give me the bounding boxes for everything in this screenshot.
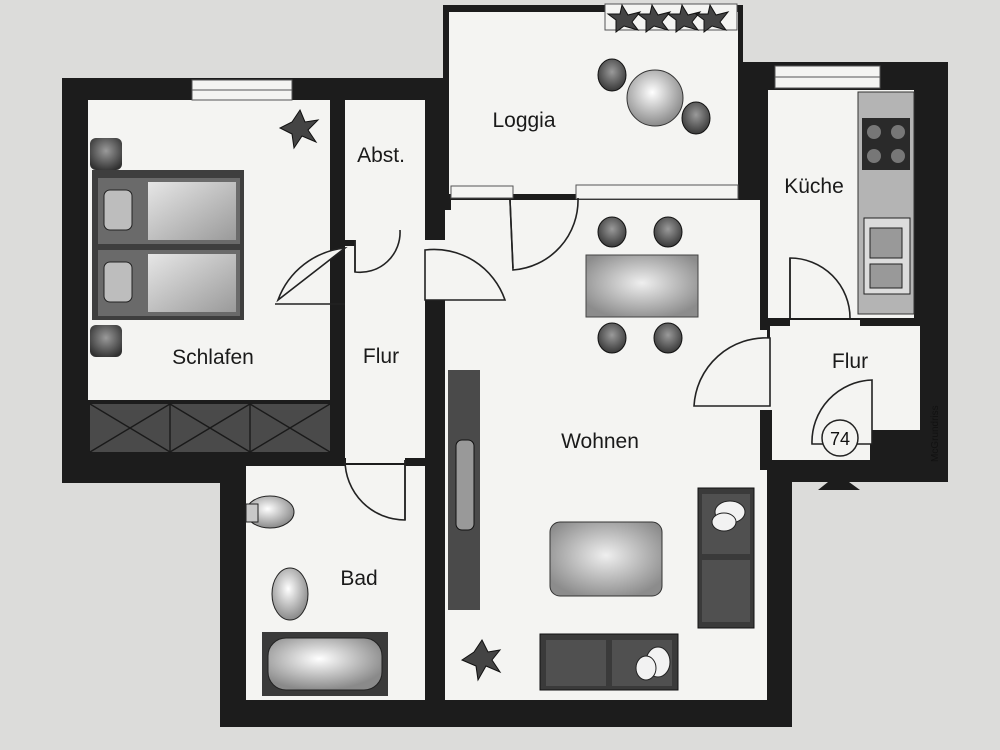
door-schlafen <box>276 246 348 303</box>
window-wohnen-left <box>450 185 514 199</box>
loggia-chair-left <box>597 58 627 92</box>
dining-chair-1 <box>597 216 627 248</box>
dining-chair-3 <box>597 322 627 354</box>
planter-box <box>606 3 730 33</box>
doors <box>275 197 873 521</box>
door-flur-right <box>693 337 771 407</box>
unit-number-badge <box>821 419 859 457</box>
entrance-marker: 74 <box>818 419 860 490</box>
duvet-bottom <box>148 254 236 312</box>
loggia-chair-right <box>681 101 711 135</box>
label-wohnen: Wohnen <box>561 430 639 453</box>
dining-table <box>585 254 699 318</box>
label-flur-right: Flur <box>832 350 868 373</box>
door-wohnen <box>424 248 507 301</box>
coffee-table <box>549 521 663 597</box>
plant-bedroom <box>278 108 320 150</box>
credit-text: McGrundriss <box>930 405 941 462</box>
label-loggia: Loggia <box>492 109 555 132</box>
nightstand-bottom <box>90 325 122 357</box>
dining-chair-4 <box>653 322 683 354</box>
duvet-top <box>148 182 236 240</box>
door-abst <box>354 229 401 274</box>
dining-chair-2 <box>653 216 683 248</box>
pillow-bottom <box>103 261 133 303</box>
label-abst: Abst. <box>357 144 405 167</box>
nightstand-top <box>90 138 122 170</box>
loggia-furniture <box>597 3 730 135</box>
bedroom-furniture <box>89 108 331 453</box>
label-flur-left: Flur <box>363 345 399 368</box>
label-kueche: Küche <box>784 175 844 198</box>
washbasin <box>271 567 309 621</box>
door-bad <box>344 459 406 521</box>
entrance-arrow-icon <box>818 474 860 490</box>
window-wohnen <box>575 184 739 200</box>
label-bad: Bad <box>340 567 377 590</box>
cooktop <box>862 118 910 170</box>
round-table <box>626 69 684 127</box>
label-schlafen: Schlafen <box>172 346 254 369</box>
tv <box>455 439 475 531</box>
windows <box>191 3 881 200</box>
room-loggia-floor <box>449 12 738 194</box>
door-loggia <box>509 197 579 271</box>
living-furniture <box>448 216 755 691</box>
unit-number: 74 <box>830 429 850 449</box>
plant-living <box>460 639 502 682</box>
kitchen-furniture <box>857 91 915 315</box>
room-labels: Schlafen Abst. Loggia Küche Flur Flur Wo… <box>172 109 868 590</box>
room-abst-floor <box>345 100 425 240</box>
bathroom-furniture <box>245 495 388 696</box>
door-kueche <box>789 257 851 319</box>
pillow-top <box>103 189 133 231</box>
inner-walls <box>88 90 920 700</box>
